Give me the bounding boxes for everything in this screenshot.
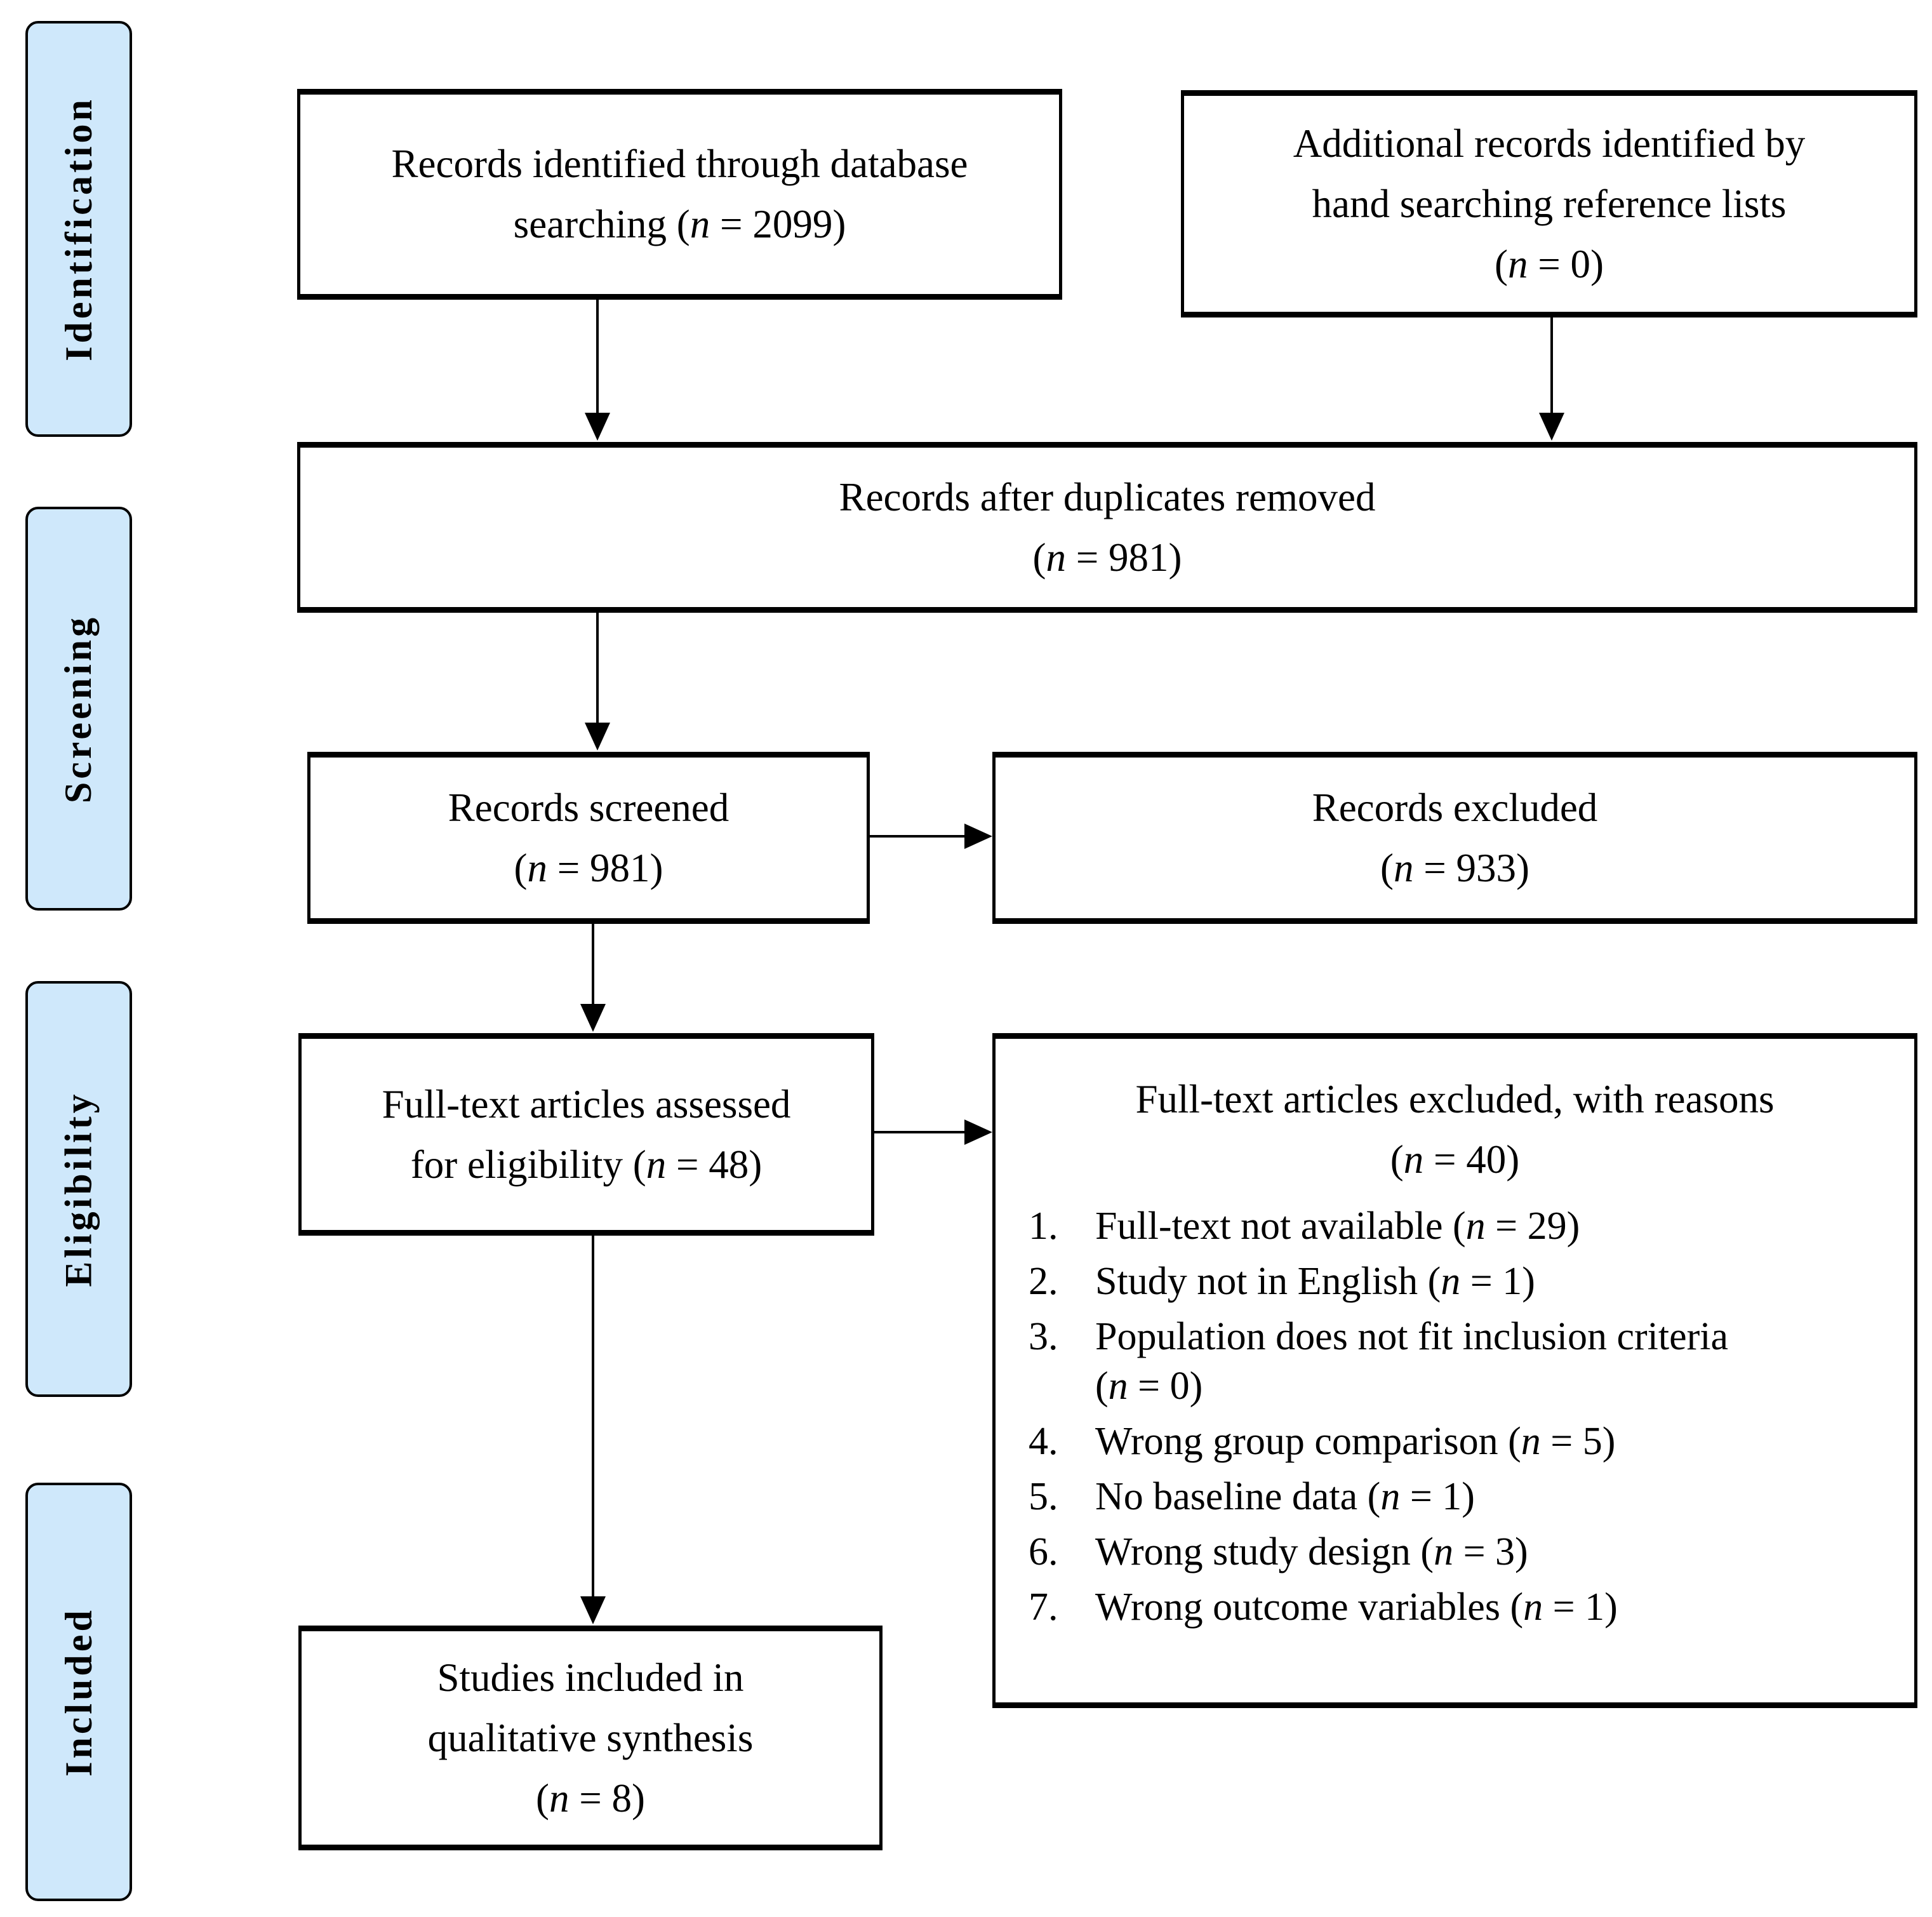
stage-label-screening: Screening xyxy=(25,507,132,911)
box-text-line: qualitative synthesis xyxy=(427,1715,754,1760)
stage-label-identification: Identification xyxy=(25,21,132,437)
arrow-screened-to-excluded xyxy=(870,835,966,838)
exclusion-reason-item: 6. Wrong study design (n = 3) xyxy=(1029,1527,1895,1577)
arrow-duplicates-to-screened xyxy=(596,613,599,724)
exclusion-reason-item: 1. Full-text not available (n = 29) xyxy=(1029,1201,1895,1251)
stage-label-included: Included xyxy=(25,1483,132,1901)
records-screened-box: Records screened (n = 981) xyxy=(307,752,870,924)
box-text-line: (n = 981) xyxy=(1032,535,1182,580)
exclusion-reason-item: 5. No baseline data (n = 1) xyxy=(1029,1472,1895,1521)
arrow-fulltext-to-excluded-reasons xyxy=(874,1131,966,1133)
arrow-fulltext-to-included xyxy=(592,1236,594,1598)
box-text-line: Additional records identified by xyxy=(1293,121,1806,166)
box-text-line: Records screened xyxy=(448,785,729,830)
reason-number: 6. xyxy=(1029,1530,1058,1573)
box-text-line: Full-text articles assessed xyxy=(382,1081,791,1126)
arrow-handsearch-to-duplicates xyxy=(1550,317,1553,414)
exclusion-reason-item: 7. Wrong outcome variables (n = 1) xyxy=(1029,1582,1895,1632)
box-text-line: (n = 8) xyxy=(536,1775,645,1820)
arrowhead-down-icon xyxy=(585,413,610,441)
box-title-line: Full-text articles excluded, with reason… xyxy=(1135,1077,1775,1121)
fulltext-assessed-box: Full-text articles assessed for eligibil… xyxy=(298,1033,874,1236)
box-text-line: Records after duplicates removed xyxy=(839,474,1376,519)
box-text-line: (n = 981) xyxy=(514,845,663,890)
duplicates-removed-box: Records after duplicates removed (n = 98… xyxy=(297,442,1917,613)
box-text-line: Records excluded xyxy=(1312,785,1598,830)
box-text-line: (n = 0) xyxy=(1495,241,1604,286)
arrowhead-right-icon xyxy=(964,1119,992,1145)
records-identified-box: Records identified through database sear… xyxy=(297,89,1062,300)
arrowhead-down-icon xyxy=(580,1596,606,1624)
stage-label-eligibility: Eligibility xyxy=(25,981,132,1397)
box-text-line: hand searching reference lists xyxy=(1312,181,1787,226)
stage-label-text: Included xyxy=(57,1607,100,1777)
box-text-line: (n = 933) xyxy=(1380,845,1529,890)
reason-number: 2. xyxy=(1029,1260,1058,1303)
arrowhead-down-icon xyxy=(580,1004,606,1032)
box-title-line: (n = 40) xyxy=(1390,1137,1520,1182)
box-text-line: Studies included in xyxy=(437,1655,744,1700)
fulltext-excluded-box: Full-text articles excluded, with reason… xyxy=(992,1033,1917,1708)
reason-number: 1. xyxy=(1029,1205,1058,1248)
reason-number: 7. xyxy=(1029,1586,1058,1629)
additional-records-box: Additional records identified by hand se… xyxy=(1181,90,1917,317)
records-excluded-box: Records excluded (n = 933) xyxy=(992,752,1917,924)
box-text-line: searching (n = 2099) xyxy=(513,202,846,246)
stage-label-text: Screening xyxy=(57,614,100,803)
arrowhead-down-icon xyxy=(585,723,610,751)
arrowhead-right-icon xyxy=(964,824,992,849)
exclusion-reason-item: 2. Study not in English (n = 1) xyxy=(1029,1257,1895,1306)
arrowhead-down-icon xyxy=(1539,413,1564,441)
reason-number: 3. xyxy=(1029,1315,1058,1358)
arrow-dbsearch-to-duplicates xyxy=(596,300,599,414)
box-text-line: for eligibility (n = 48) xyxy=(410,1142,763,1187)
exclusion-reason-item: 4. Wrong group comparison (n = 5) xyxy=(1029,1417,1895,1466)
reason-number: 5. xyxy=(1029,1475,1058,1518)
exclusion-reason-item: 3. Population does not fit inclusion cri… xyxy=(1029,1312,1895,1411)
box-text-line: Records identified through database xyxy=(391,142,968,186)
exclusion-reasons-list: 1. Full-text not available (n = 29) 2. S… xyxy=(996,1190,1914,1638)
stage-label-text: Eligibility xyxy=(57,1091,100,1287)
stage-label-text: Identification xyxy=(57,97,100,361)
reason-number: 4. xyxy=(1029,1420,1058,1463)
arrow-screened-to-fulltext xyxy=(592,924,594,1005)
studies-included-box: Studies included in qualitative synthesi… xyxy=(298,1626,883,1850)
